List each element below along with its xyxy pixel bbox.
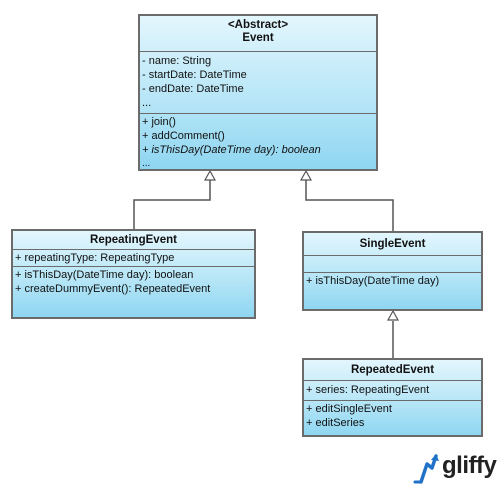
methods-section: + isThisDay(DateTime day): boolean + cre… [13, 266, 254, 296]
event-class-header: <Abstract> Event [140, 16, 376, 51]
class-name: SingleEvent [359, 238, 426, 250]
method: + createDummyEvent(): RepeatedEvent [15, 283, 211, 295]
gliffy-logo-text: gliffy [442, 452, 497, 479]
attribute: - startDate: DateTime [142, 69, 247, 81]
method: + join() [142, 116, 176, 128]
attributes-section [304, 255, 481, 272]
event-class[interactable]: <Abstract> Event - name: String - startD… [138, 14, 378, 171]
methods-section: + isThisDay(DateTime day) [304, 272, 481, 288]
attribute: + series: RepeatingEvent [306, 384, 430, 396]
generalization-arrowhead-event-left [203, 169, 217, 181]
single-event-class[interactable]: SingleEvent + isThisDay(DateTime day) [302, 231, 483, 311]
generalization-line-single-to-event [305, 180, 394, 231]
attribute-ellipsis: ... [142, 97, 152, 109]
class-name: RepeatingEvent [90, 234, 177, 246]
attributes-section: - name: String - startDate: DateTime - e… [140, 51, 376, 113]
gliffy-logo: gliffy [412, 452, 497, 486]
method: + isThisDay(DateTime day): boolean [15, 269, 194, 281]
class-name: RepeatedEvent [350, 364, 435, 376]
generalization-arrowhead-single [386, 309, 400, 321]
stereotype-label: <Abstract> [227, 19, 289, 31]
class-name: Event [242, 32, 274, 44]
gliffy-logo-icon [413, 454, 439, 484]
methods-section: + join() + addComment() + isThisDay(Date… [140, 113, 376, 171]
generalization-arrowhead-event-right [299, 169, 313, 181]
method: + editSingleEvent [306, 403, 392, 415]
methods-section: + editSingleEvent + editSeries [304, 400, 481, 430]
repeated-event-class[interactable]: RepeatedEvent + series: RepeatingEvent +… [302, 358, 483, 437]
abstract-method: + isThisDay(DateTime day): boolean [142, 144, 321, 156]
method: + addComment() [142, 130, 225, 142]
method: + editSeries [306, 417, 365, 429]
attribute: - endDate: DateTime [142, 83, 244, 95]
method: + isThisDay(DateTime day) [306, 275, 440, 287]
attribute: + repeatingType: RepeatingType [15, 252, 175, 264]
attributes-section: + series: RepeatingEvent [304, 380, 481, 400]
method-ellipsis: ... [142, 158, 151, 169]
generalization-line-repeating-to-event [133, 180, 211, 229]
attributes-section: + repeatingType: RepeatingType [13, 249, 254, 266]
attribute: - name: String [142, 55, 212, 67]
repeating-event-class[interactable]: RepeatingEvent + repeatingType: Repeatin… [11, 229, 256, 319]
